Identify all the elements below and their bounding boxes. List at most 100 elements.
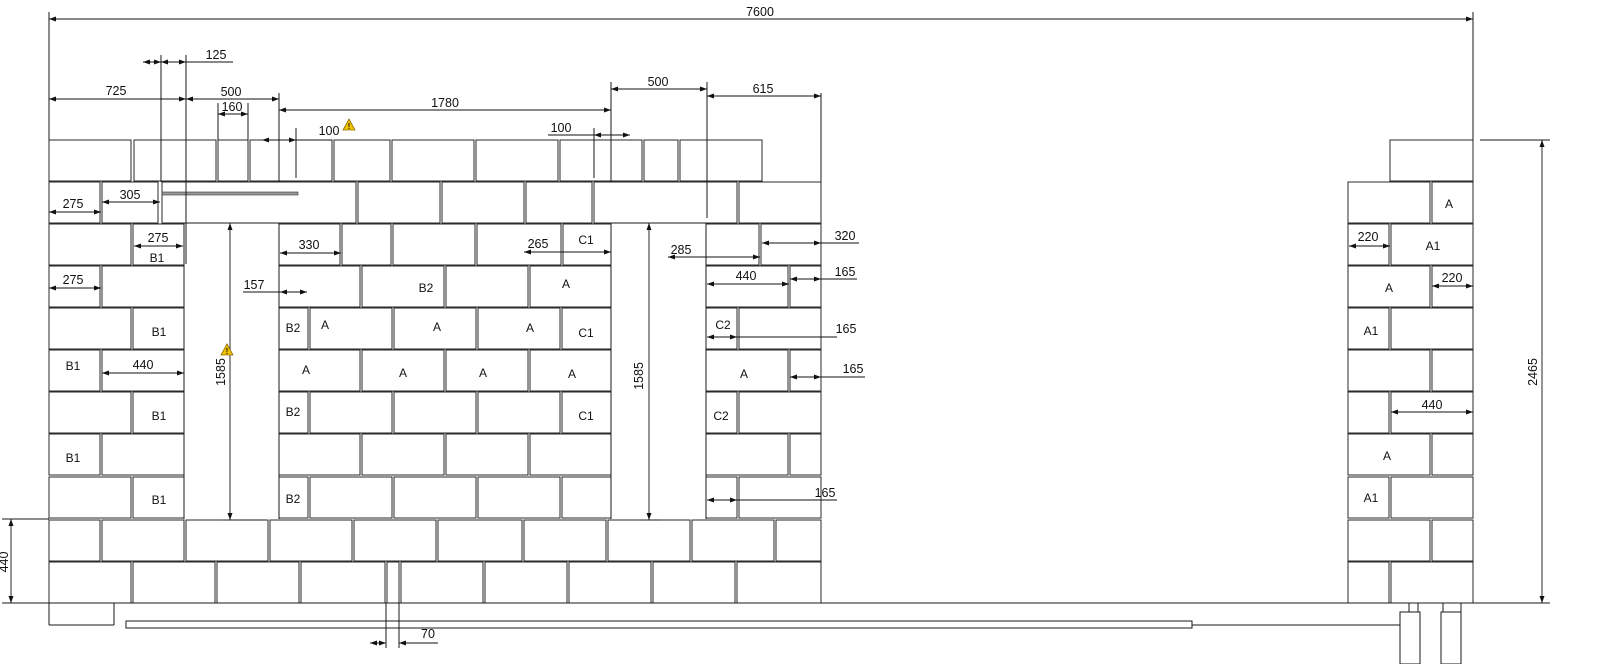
block-label: C2	[715, 318, 731, 332]
dimension-arrow	[176, 243, 183, 249]
block-label: B1	[152, 325, 167, 339]
dim-500-right: 500	[648, 75, 669, 89]
masonry-blocks-left	[48, 139, 822, 604]
dimension-arrow	[94, 285, 101, 291]
dimension-arrow	[1349, 243, 1356, 249]
block-label: B1	[152, 409, 167, 423]
block-label: C1	[578, 233, 594, 247]
dimension-arrow	[604, 107, 611, 113]
dimension-arrow	[153, 199, 160, 205]
block-label: A	[302, 363, 310, 377]
block-label: B2	[419, 281, 434, 295]
warning-icon: !	[342, 118, 356, 131]
dimension-arrow	[272, 96, 279, 102]
masonry-blocks-right-pier	[1347, 139, 1474, 604]
dimension-labels: 7600 125 725 500 160 1780 100 100 500 61…	[0, 5, 1540, 641]
dimension-arrow	[186, 96, 193, 102]
dimension-arrow	[611, 86, 618, 92]
dimension-arrow	[1383, 243, 1390, 249]
block-label: A	[321, 318, 329, 332]
dim-440-a: 440	[133, 358, 154, 372]
dimension-arrow	[49, 209, 56, 215]
dimension-arrow	[1391, 409, 1398, 415]
foundation-lines	[48, 602, 1480, 664]
dim-165-b: 165	[836, 322, 857, 336]
dimension-arrow	[300, 289, 307, 295]
dim-275-a: 275	[63, 197, 84, 211]
block-label: C2	[713, 409, 729, 423]
dimension-lines	[8, 16, 1545, 646]
block-label: B1	[66, 359, 81, 373]
block-label: A	[1383, 449, 1391, 463]
dimension-arrow	[762, 240, 769, 246]
dimension-arrow	[730, 334, 737, 340]
dimension-arrow	[218, 111, 225, 117]
block-label: A	[399, 366, 407, 380]
dim-opening-height-left: 1585	[214, 358, 228, 386]
dimension-arrow	[700, 86, 707, 92]
block-label: C1	[578, 326, 594, 340]
dimension-arrow	[49, 285, 56, 291]
dimension-arrow	[279, 107, 286, 113]
block-label: A	[740, 367, 748, 381]
dim-275-c: 275	[63, 273, 84, 287]
block-label: B1	[152, 493, 167, 507]
dimension-arrow	[1466, 16, 1473, 22]
dimension-arrow	[49, 96, 56, 102]
block-label: B1	[150, 251, 165, 265]
block-label: B2	[286, 405, 301, 419]
dim-157: 157	[244, 278, 265, 292]
extension-lines	[2, 12, 1550, 648]
block-label: A1	[1364, 491, 1379, 505]
dimension-arrow	[154, 59, 161, 65]
dimension-arrow	[707, 93, 714, 99]
dimension-arrow	[1539, 140, 1545, 147]
dim-440-b: 440	[736, 269, 757, 283]
dim-overall-width: 7600	[746, 5, 774, 19]
dimension-arrow	[280, 250, 287, 256]
block-label: A	[479, 366, 487, 380]
dim-305: 305	[120, 188, 141, 202]
dimension-arrow	[1539, 596, 1545, 603]
dim-100-right: 100	[551, 121, 572, 135]
dimension-arrow	[1466, 409, 1473, 415]
block-label: A1	[1364, 324, 1379, 338]
dimension-arrow	[143, 59, 150, 65]
dim-285: 285	[671, 243, 692, 257]
dim-440-c: 440	[1422, 398, 1443, 412]
dimension-arrow	[814, 240, 821, 246]
dimension-arrow	[102, 370, 109, 376]
svg-text:!: !	[226, 347, 229, 356]
dimension-arrow	[161, 59, 168, 65]
block-label: A1	[1426, 239, 1441, 253]
dim-70: 70	[421, 627, 435, 641]
dimension-arrow	[790, 276, 797, 282]
dimension-arrow	[604, 249, 611, 255]
dim-1780: 1780	[431, 96, 459, 110]
dim-100-left: 100	[319, 124, 340, 138]
dimension-arrow	[782, 281, 789, 287]
dim-500-left: 500	[221, 85, 242, 99]
dimension-arrow	[179, 59, 186, 65]
dimension-arrow	[707, 334, 714, 340]
dimension-arrow	[94, 209, 101, 215]
dim-725: 725	[106, 84, 127, 98]
dimension-arrow	[646, 223, 652, 230]
dim-220-b: 220	[1442, 271, 1463, 285]
dimension-arrow	[814, 93, 821, 99]
dimension-arrow	[334, 250, 341, 256]
dimension-arrow	[730, 497, 737, 503]
dimension-arrow	[370, 640, 377, 646]
dimension-arrow	[668, 254, 675, 260]
block-label: A	[562, 277, 570, 291]
dim-330: 330	[299, 238, 320, 252]
dimension-arrow	[379, 640, 386, 646]
block-label: A	[568, 367, 576, 381]
dimension-arrow	[134, 243, 141, 249]
dimension-arrow	[790, 374, 797, 380]
warning-icon: !	[220, 343, 234, 356]
dimension-arrow	[227, 513, 233, 520]
dimension-arrow	[524, 249, 531, 255]
dimension-arrow	[8, 596, 14, 603]
